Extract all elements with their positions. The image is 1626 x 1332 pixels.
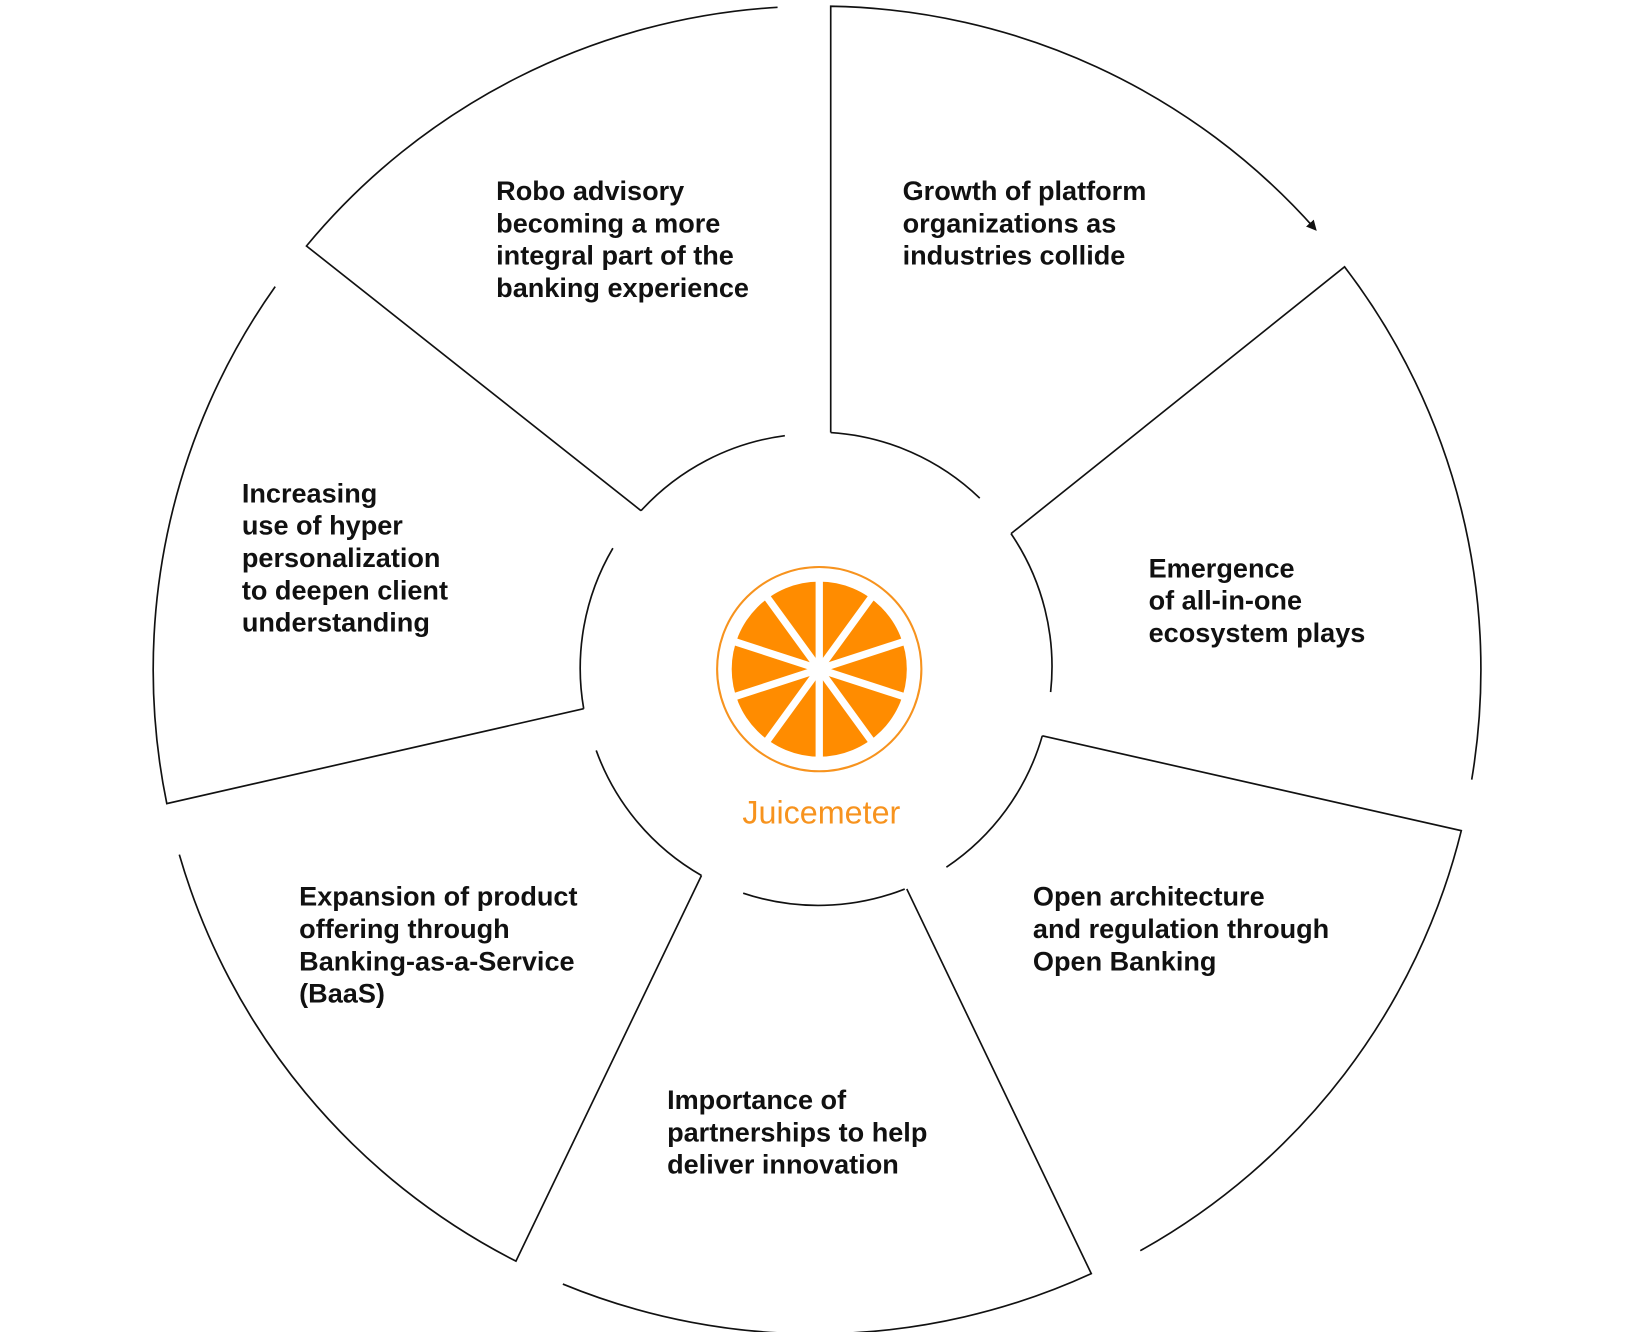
segment-label: Increasing use of hyper personalization …	[242, 477, 456, 637]
orange-slice-divider	[728, 665, 821, 702]
segment-label: Open architecture and regulation through…	[1033, 881, 1337, 977]
orange-slice-divider	[728, 636, 821, 673]
orange-slice-divider	[818, 665, 910, 702]
segment-platform-growth: Growth of platform organizations as indu…	[829, 5, 1317, 499]
orange-slice-divider	[761, 591, 823, 672]
segment-label: Importance of partnerships to help deliv…	[667, 1084, 935, 1180]
orange-slice-divider	[816, 666, 878, 748]
orange-slice-divider	[816, 591, 878, 672]
segment-label: Robo advisory becoming a more integral p…	[496, 175, 749, 303]
segment-open-banking: Open architecture and regulation through…	[945, 735, 1463, 1252]
segment-ecosystem-plays: Emergence of all-in-one ecosystem plays	[1010, 265, 1482, 780]
segment-label: Emergence of all-in-one ecosystem plays	[1149, 552, 1366, 648]
orange-slice-divider	[818, 636, 910, 673]
segment-label: Growth of platform organizations as indu…	[903, 175, 1154, 271]
segment-robo-advisory: Robo advisory becoming a more integral p…	[305, 6, 785, 512]
segment-hyper-personalization: Increasing use of hyper personalization …	[152, 286, 614, 805]
orange-slice-divider	[761, 666, 823, 748]
orange-slice-icon	[716, 565, 923, 773]
segment-baas: Expansion of product offering through Ba…	[178, 750, 703, 1263]
segment-label: Expansion of product offering through Ba…	[299, 881, 585, 1009]
segment-partnerships: Importance of partnerships to help deliv…	[562, 888, 1093, 1332]
brand-name: Juicemeter	[742, 794, 900, 830]
